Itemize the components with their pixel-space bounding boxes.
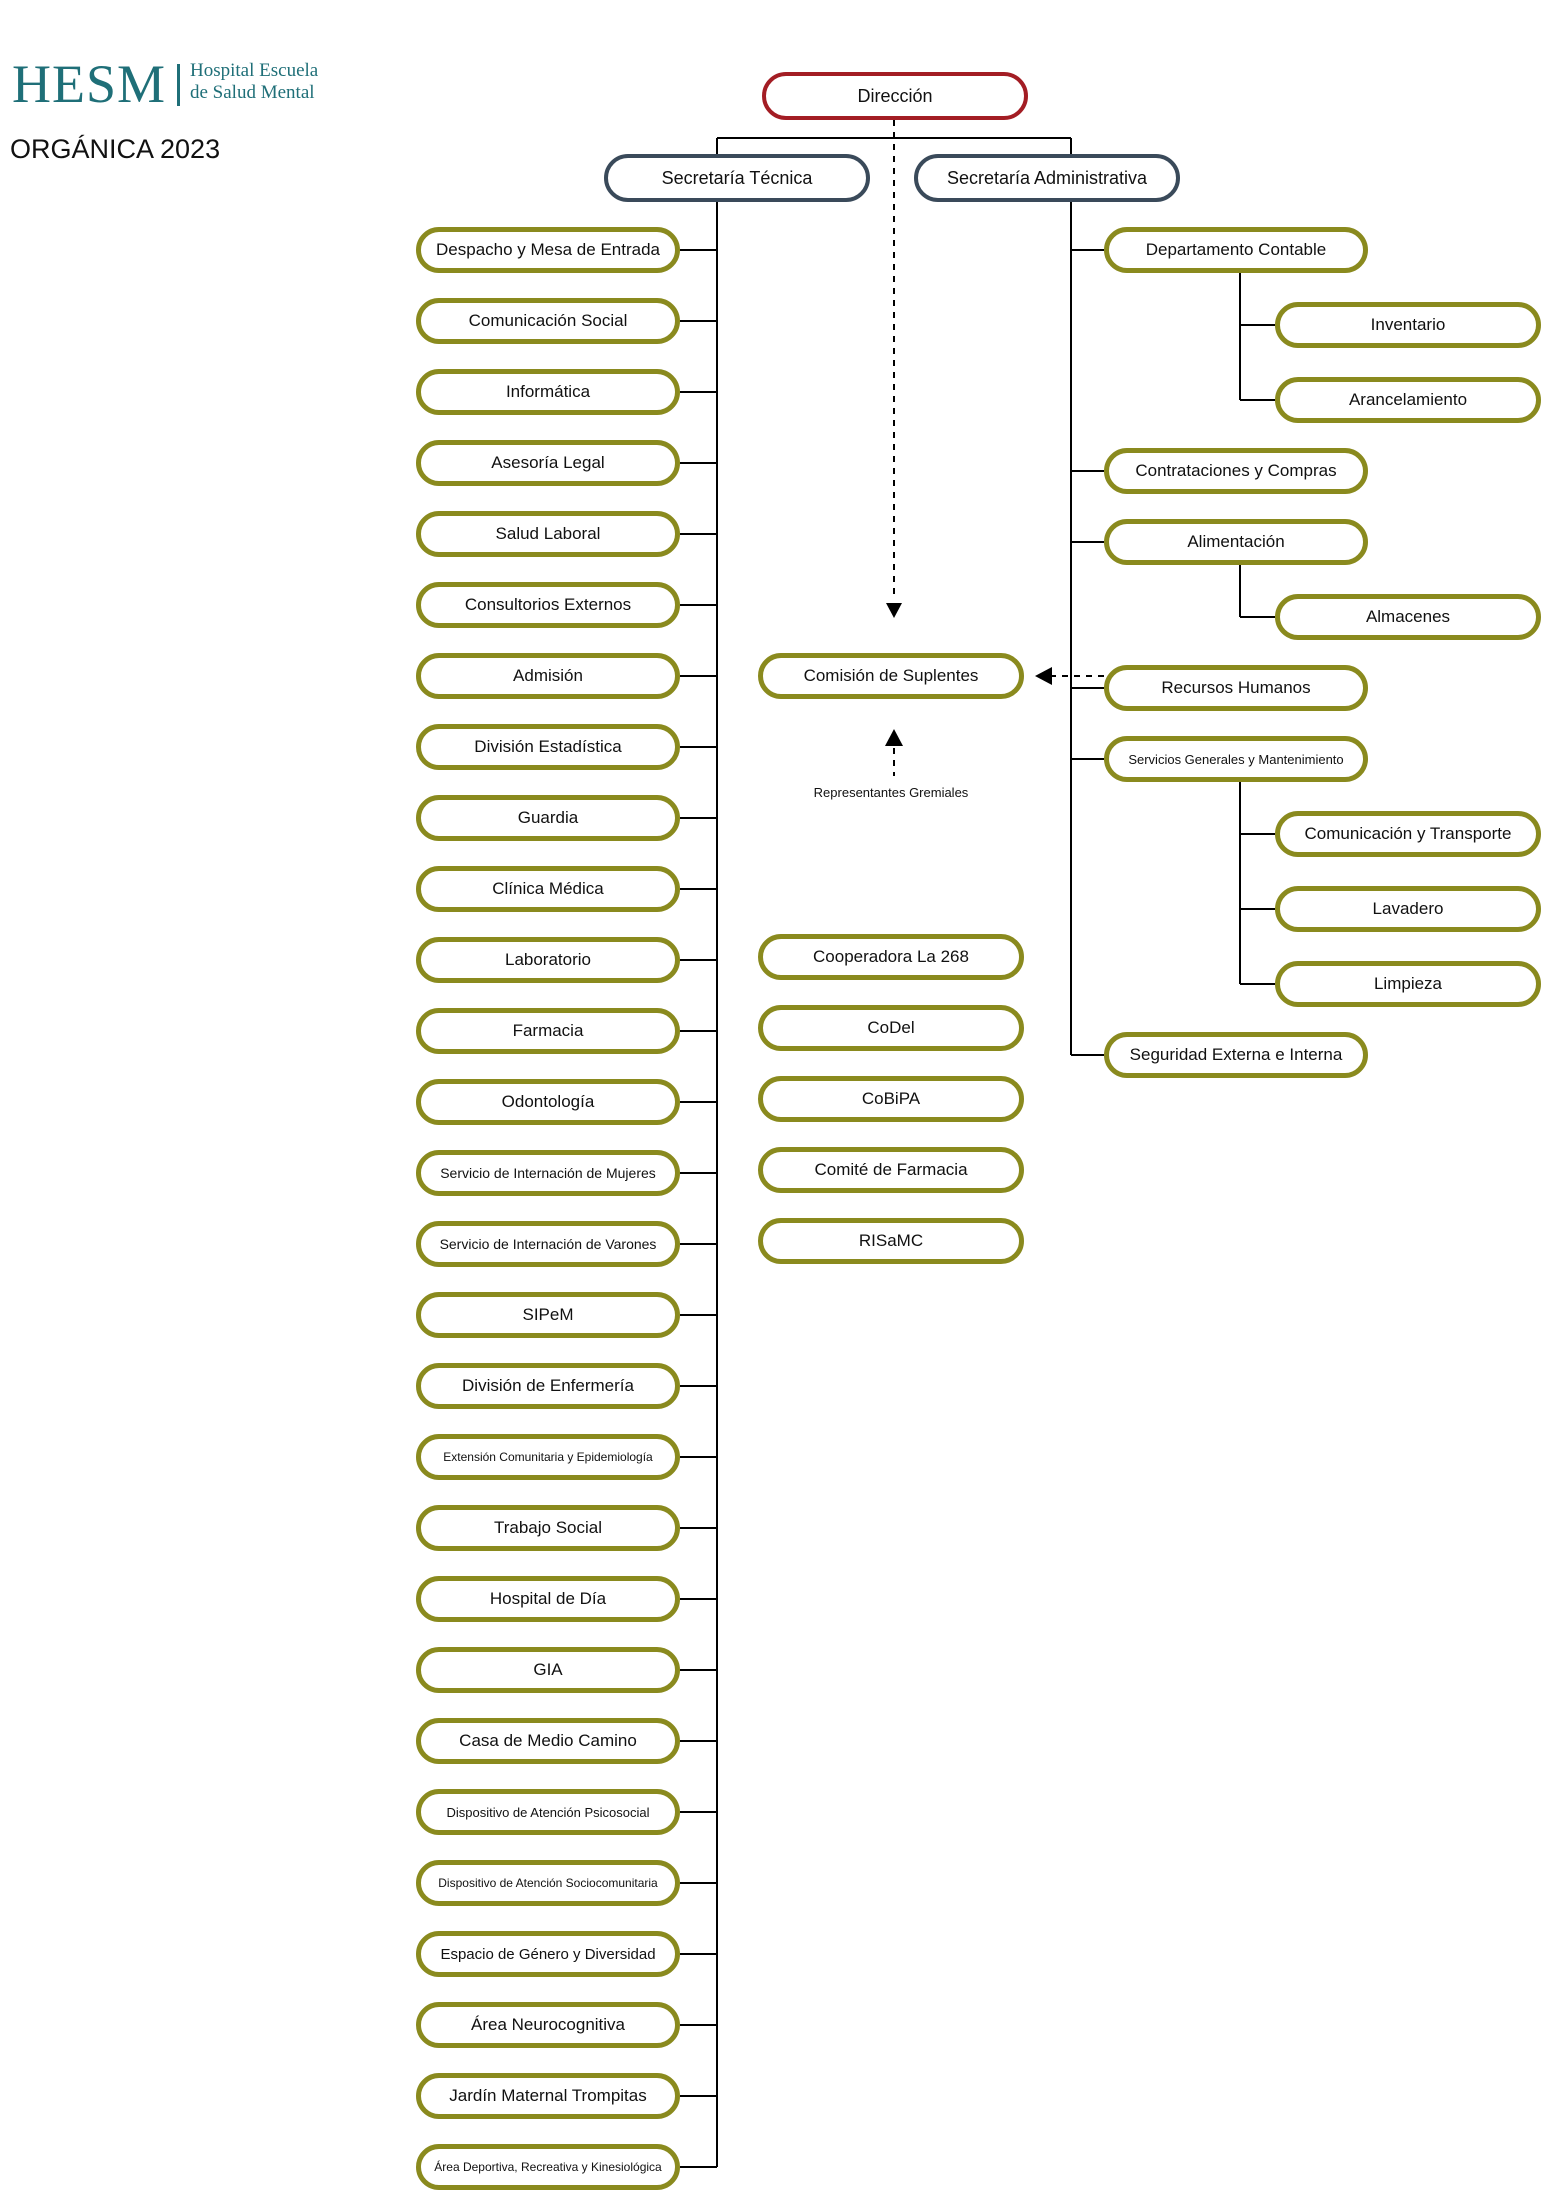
unit-farmacia: Farmacia bbox=[416, 1008, 680, 1054]
unit-asesoria-legal: Asesoría Legal bbox=[416, 440, 680, 486]
unit-gia: GIA bbox=[416, 1647, 680, 1693]
committee-risamc: RISaMC bbox=[758, 1218, 1024, 1264]
committee-cooperadora-la-268: Cooperadora La 268 bbox=[758, 934, 1024, 980]
unit-clinica-medica: Clínica Médica bbox=[416, 866, 680, 912]
unit-dispositivo-de-atencion-psicosocial: Dispositivo de Atención Psicosocial bbox=[416, 1789, 680, 1835]
representantes-gremiales-note: Representantes Gremiales bbox=[813, 785, 969, 800]
unit-seguridad-externa-e-interna: Seguridad Externa e Interna bbox=[1104, 1032, 1368, 1078]
logo-name-line1: Hospital Escuela bbox=[190, 60, 319, 81]
unit-departamento-contable: Departamento Contable bbox=[1104, 227, 1368, 273]
unit-odontologia: Odontología bbox=[416, 1079, 680, 1125]
logo-name-line2: de Salud Mental bbox=[190, 82, 315, 103]
unit-despacho-y-mesa-de-entrada: Despacho y Mesa de Entrada bbox=[416, 227, 680, 273]
unit-sipem: SIPeM bbox=[416, 1292, 680, 1338]
secretaria-administrativa-node: Secretaría Administrativa bbox=[914, 154, 1180, 202]
arrow-to-comision bbox=[886, 603, 902, 618]
unit-informatica: Informática bbox=[416, 369, 680, 415]
unit-espacio-de-genero-y-diversidad: Espacio de Género y Diversidad bbox=[416, 1931, 680, 1977]
unit-consultorios-externos: Consultorios Externos bbox=[416, 582, 680, 628]
unit-area-deportiva-recreativa-y-kinesiologica: Área Deportiva, Recreativa y Kinesiológi… bbox=[416, 2144, 680, 2190]
unit-division-de-enfermeria: División de Enfermería bbox=[416, 1363, 680, 1409]
unit-guardia: Guardia bbox=[416, 795, 680, 841]
unit-alimentacion: Alimentación bbox=[1104, 519, 1368, 565]
unit-area-neurocognitiva: Área Neurocognitiva bbox=[416, 2002, 680, 2048]
committee-comite-de-farmacia: Comité de Farmacia bbox=[758, 1147, 1024, 1193]
secretaria-tecnica-node: Secretaría Técnica bbox=[604, 154, 870, 202]
page-subtitle: ORGÁNICA 2023 bbox=[10, 134, 221, 164]
unit-servicio-de-internacion-de-mujeres: Servicio de Internación de Mujeres bbox=[416, 1150, 680, 1196]
subunit-lavadero: Lavadero bbox=[1275, 886, 1541, 932]
logo-mark: HESM bbox=[12, 54, 167, 114]
subunit-inventario: Inventario bbox=[1275, 302, 1541, 348]
unit-division-estadistica: División Estadística bbox=[416, 724, 680, 770]
unit-comunicacion-social: Comunicación Social bbox=[416, 298, 680, 344]
unit-dispositivo-de-atencion-sociocomunitaria: Dispositivo de Atención Sociocomunitaria bbox=[416, 1860, 680, 1906]
arrow-rrhh-to-comision bbox=[1035, 667, 1052, 685]
unit-jardin-maternal-trompitas: Jardín Maternal Trompitas bbox=[416, 2073, 680, 2119]
committee-cobipa: CoBiPA bbox=[758, 1076, 1024, 1122]
unit-trabajo-social: Trabajo Social bbox=[416, 1505, 680, 1551]
logo-name: Hospital Escuela de Salud Mental bbox=[190, 60, 318, 104]
arrow-gremiales-to-comision bbox=[885, 729, 903, 746]
unit-admision: Admisión bbox=[416, 653, 680, 699]
unit-servicios-generales-y-mantenimiento: Servicios Generales y Mantenimiento bbox=[1104, 736, 1368, 782]
direction-node: Dirección bbox=[762, 72, 1028, 120]
subunit-comunicacion-y-transporte: Comunicación y Transporte bbox=[1275, 811, 1541, 857]
subunit-limpieza: Limpieza bbox=[1275, 961, 1541, 1007]
unit-salud-laboral: Salud Laboral bbox=[416, 511, 680, 557]
unit-contrataciones-y-compras: Contrataciones y Compras bbox=[1104, 448, 1368, 494]
unit-hospital-de-dia: Hospital de Día bbox=[416, 1576, 680, 1622]
unit-servicio-de-internacion-de-varones: Servicio de Internación de Varones bbox=[416, 1221, 680, 1267]
subunit-arancelamiento: Arancelamiento bbox=[1275, 377, 1541, 423]
logo-divider bbox=[177, 64, 180, 106]
unit-extension-comunitaria-y-epidemiologia: Extensión Comunitaria y Epidemiología bbox=[416, 1434, 680, 1480]
committee-codel: CoDel bbox=[758, 1005, 1024, 1051]
unit-casa-de-medio-camino: Casa de Medio Camino bbox=[416, 1718, 680, 1764]
subunit-almacenes: Almacenes bbox=[1275, 594, 1541, 640]
unit-recursos-humanos: Recursos Humanos bbox=[1104, 665, 1368, 711]
comision-de-suplentes-node: Comisión de Suplentes bbox=[758, 653, 1024, 699]
unit-laboratorio: Laboratorio bbox=[416, 937, 680, 983]
